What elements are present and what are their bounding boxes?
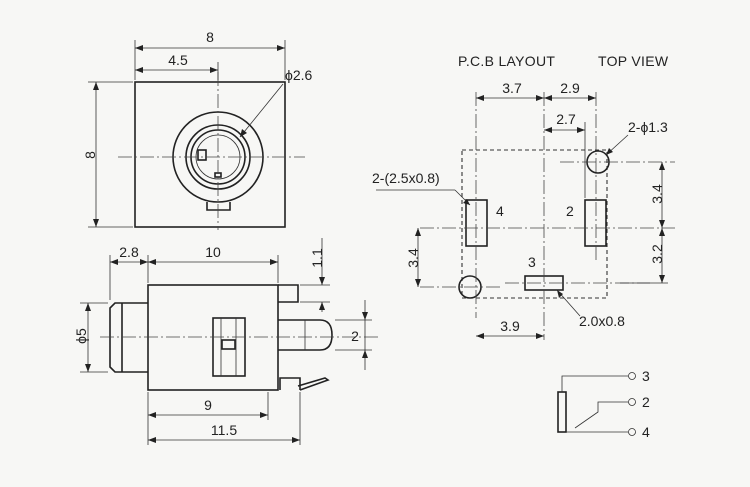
- side-barrel-dia-label: ϕ5: [73, 328, 89, 344]
- side-shell-depth-label: 2.8: [119, 244, 139, 260]
- pcb-dim-2-9: 2.9: [560, 80, 580, 96]
- pcb-dim-3-9: 3.9: [500, 318, 520, 334]
- schematic-terminal-3: [628, 372, 636, 380]
- schematic-pin3-label: 3: [642, 368, 650, 384]
- side-body-length-label: 10: [205, 244, 221, 260]
- pcb-slot-pin2: [584, 199, 607, 247]
- pcb-pin4-label: 4: [496, 203, 504, 219]
- front-offset-label: 4.5: [168, 52, 188, 68]
- front-height-label: 8: [82, 151, 98, 159]
- pcb-dim-2-7: 2.7: [556, 111, 576, 127]
- pcb-layout-view: P.C.B LAYOUT TOP VIEW 4 2 3 3.7 2.9: [372, 53, 675, 340]
- front-body-outline: [134, 81, 286, 228]
- front-hole-label: ϕ2.6: [285, 67, 313, 83]
- pcb-title: P.C.B LAYOUT: [458, 53, 555, 69]
- side-top-tab: [278, 284, 299, 303]
- front-bottom-tab: [206, 202, 231, 211]
- pcb-dim-3-7: 3.7: [502, 80, 522, 96]
- pcb-outline: [461, 149, 608, 299]
- pcb-slot-pin4: [465, 199, 488, 247]
- pcb-slot-callout-left: 2-(2.5x0.8): [372, 170, 440, 186]
- front-contact-square: [197, 149, 207, 161]
- side-bottom-lead: [297, 377, 330, 391]
- pcb-hole-callout: 2-ϕ1.3: [628, 119, 668, 135]
- pcb-dim-left-3-4: 3.4: [405, 248, 421, 268]
- side-right-plug: [278, 319, 333, 351]
- jack-schematic: 3 2 4: [557, 368, 650, 440]
- front-view: 8 4.5 ϕ2.6 8: [82, 29, 313, 230]
- schematic-pin4-label: 4: [642, 424, 650, 440]
- schematic-pin2-label: 2: [642, 394, 650, 410]
- schematic-sleeve: [557, 391, 567, 433]
- side-barrel-shell: [109, 302, 148, 373]
- front-width-label: 8: [206, 29, 214, 45]
- side-inner-block: [212, 317, 246, 377]
- side-pin-dim-label: 2: [351, 328, 359, 344]
- pcb-pin3-label: 3: [528, 254, 536, 270]
- schematic-terminal-2: [628, 398, 636, 406]
- side-bottom-pin: [279, 377, 301, 390]
- side-main-body: [147, 284, 279, 391]
- side-tab-height-label: 1.1: [309, 248, 325, 268]
- pcb-slot-callout-bottom: 2.0x0.8: [579, 313, 625, 329]
- pcb-pin2-label: 2: [566, 203, 574, 219]
- side-view: 2.8 10 1.1 ϕ5 2 9 11.: [73, 238, 380, 445]
- front-hole-leader: [239, 83, 284, 138]
- side-length-9-label: 9: [204, 397, 212, 413]
- pcb-subtitle: TOP VIEW: [598, 53, 669, 69]
- schematic-terminal-4: [628, 428, 636, 436]
- pcb-dim-right-3-2: 3.2: [649, 244, 665, 264]
- pcb-dim-right-3-4: 3.4: [649, 184, 665, 204]
- side-length-11-5-label: 11.5: [211, 422, 237, 438]
